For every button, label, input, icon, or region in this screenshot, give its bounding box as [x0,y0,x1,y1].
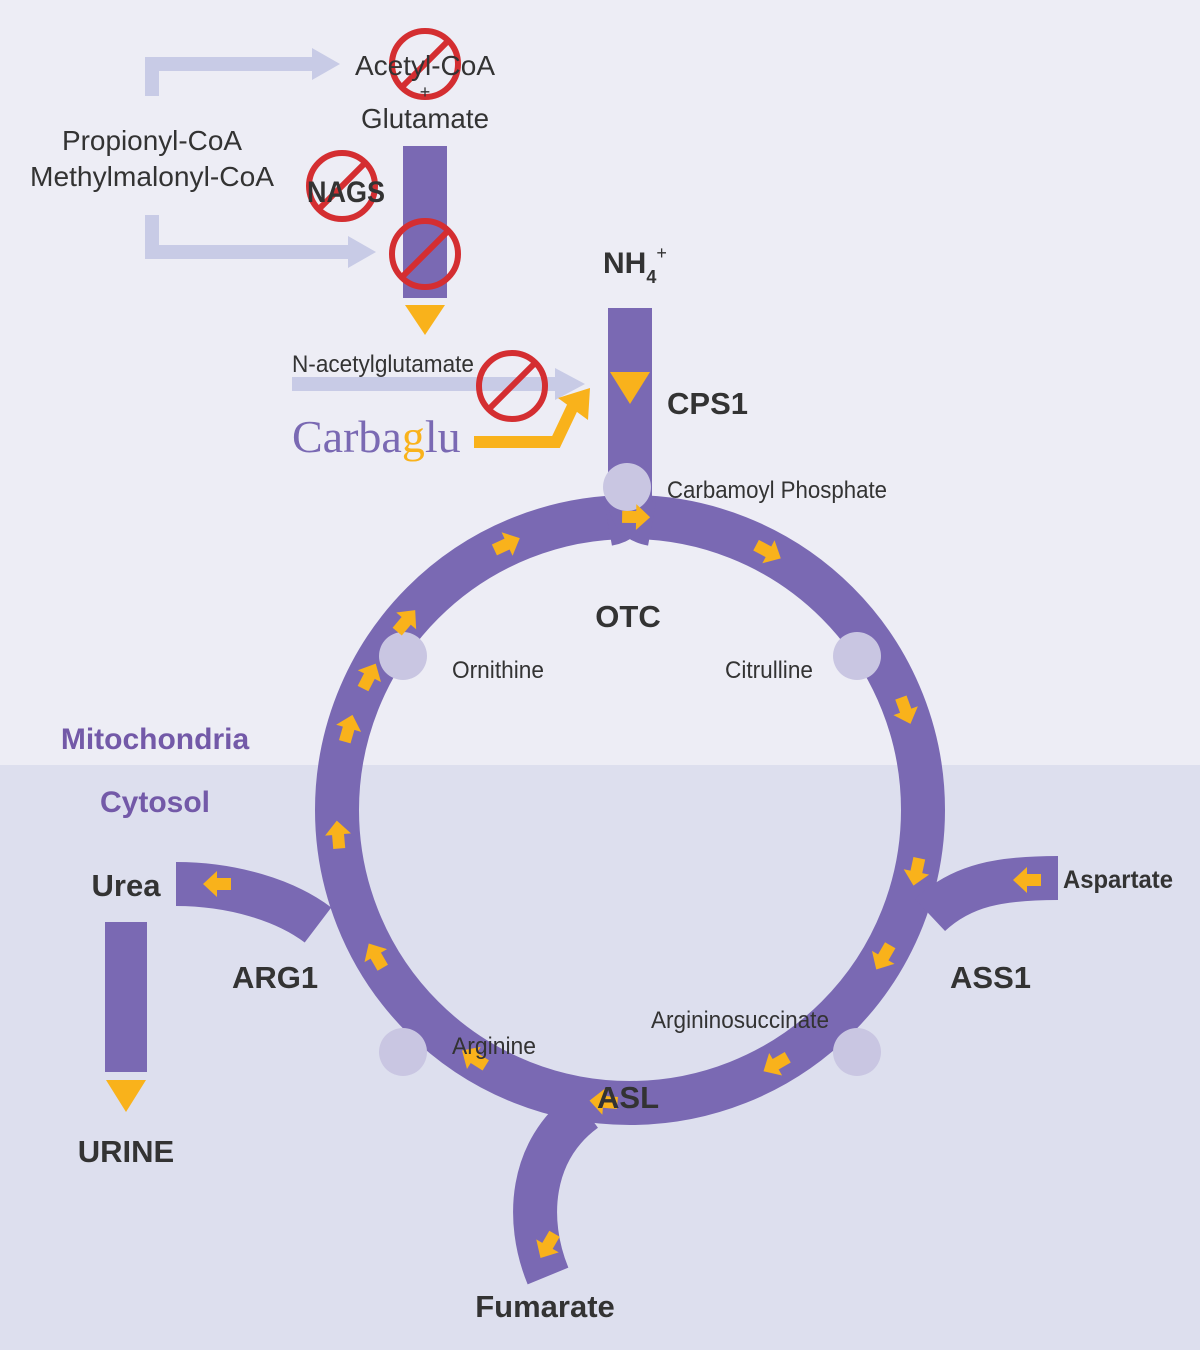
glutamate-label: Glutamate [361,103,489,134]
propionyl-coa-label: Propionyl-CoA [62,125,242,156]
acetyl-coa-label: Acetyl-CoA [355,50,495,81]
ammonium-base: NH [603,247,646,280]
enzyme-asl: ASL [597,1080,659,1115]
arginine-label: Arginine [452,1033,536,1060]
propionyl-to-nags-arrowhead [348,236,376,268]
methylmalonyl-coa-label: Methylmalonyl-CoA [30,161,274,192]
carbaglu-arrowhead [558,388,590,420]
cytosol-region [0,765,1200,1350]
enzyme-arg1: ARG1 [232,960,318,995]
argininosuccinate-label: Argininosuccinate [651,1007,829,1034]
enzyme-cps1: CPS1 [667,386,748,421]
fumarate-label: Fumarate [475,1289,615,1324]
enzyme-otc: OTC [595,599,660,634]
carbaglu-logo: Carbaglu [292,411,461,462]
carbaglu-logo-part1: Carba [292,411,402,462]
citrulline-label: Citrulline [725,657,813,684]
ammonium-superscript: + [656,243,667,263]
urea-label: Urea [92,868,162,903]
urine-label: URINE [78,1134,174,1169]
mitochondria-region [0,0,1200,765]
carbaglu-logo-part2: g [402,411,425,462]
mitochondria-label: Mitochondria [61,723,250,756]
propionyl-to-acetyl-arrow [145,57,318,96]
node-ornithine [379,632,427,680]
enzyme-ass1: ASS1 [950,960,1031,995]
ammonium-subscript: 4 [646,267,656,287]
nag-to-cps1-arrowhead [555,368,585,400]
carbaglu-logo-part3: lu [425,411,461,462]
plus-label: + [420,82,431,102]
cps1-yellow-arrow-icon [610,372,650,404]
propionyl-to-nags-arrow [145,215,355,259]
node-argininosuccinate [833,1028,881,1076]
ammonium-label: NH4+ [603,243,667,287]
cytosol-label: Cytosol [100,786,210,819]
node-arginine [379,1028,427,1076]
nags-yellow-arrow-icon [405,305,445,335]
carbamoyl-phosphate-label: Carbamoyl Phosphate [667,477,887,504]
n-acetylglutamate-label: N-acetylglutamate [292,351,474,378]
node-citrulline [833,632,881,680]
aspartate-label: Aspartate [1063,866,1173,894]
urine-yellow-arrow-icon [106,1080,146,1112]
urea-urine-bar [105,922,147,1072]
ornithine-label: Ornithine [452,657,544,684]
nags-label: NAGS [307,176,385,209]
propionyl-to-acetyl-arrowhead [312,48,340,80]
carbaglu-arrow [474,401,580,448]
node-carbamoyl-phosphate [603,463,651,511]
